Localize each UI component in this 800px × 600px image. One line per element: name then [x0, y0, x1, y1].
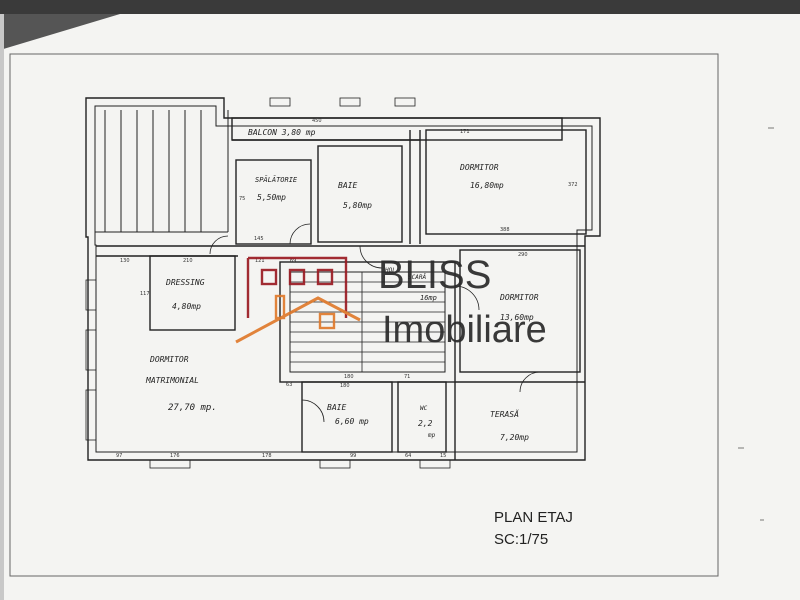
stair-steps — [290, 272, 445, 372]
baie-top-walls — [317, 145, 403, 243]
logo-brand-line2: Imobiliare — [382, 309, 547, 351]
dim-sp-h: 75 — [239, 196, 245, 202]
door-arc-1 — [289, 223, 311, 245]
dim-bottom-a: 97 — [116, 453, 122, 459]
label-wc-area: 2,2 — [418, 419, 433, 428]
label-spalatorie-name: SPĂLĂTORIE — [255, 175, 298, 184]
scan-top-shadow — [0, 0, 800, 14]
door-arc-6 — [209, 235, 229, 255]
floor-plan — [85, 97, 601, 469]
dim-left-w: 130 — [120, 258, 130, 264]
dim-hall-b: 69 — [290, 258, 296, 264]
label-baie-bottom-area: 6,60 mp — [335, 417, 369, 426]
dim-hall-a: 121 — [255, 258, 265, 264]
dim-sp-w: 145 — [254, 236, 264, 242]
label-dormitor-right-area: 13,60mp — [500, 313, 534, 322]
label-terasa-area: 7,20mp — [500, 433, 529, 442]
baie-bottom-walls — [301, 381, 393, 453]
door-arc-5 — [301, 399, 325, 423]
dim-stair-b: 180 — [344, 374, 354, 380]
label-wc-unit: mp — [427, 432, 436, 439]
logo-window-1 — [260, 268, 278, 286]
dim-bottom-c: 178 — [262, 453, 272, 459]
dim-bottom-f: 15 — [440, 453, 446, 459]
dim-dorm-w: 388 — [500, 227, 510, 233]
label-dormitor-right-name: DORMITOR — [499, 293, 539, 302]
spalatorie-walls — [235, 159, 312, 245]
dim-top: 450 — [312, 118, 322, 124]
label-baie-top-name: BAIE — [338, 181, 357, 190]
label-baie-top-area: 5,80mp — [343, 201, 372, 210]
dressing-walls — [149, 255, 236, 331]
plan-scale: SC:1/75 — [494, 531, 548, 548]
logo-window-3 — [316, 268, 334, 286]
dim-right-w: 290 — [518, 252, 528, 258]
dormitor-right-walls — [459, 249, 581, 373]
sheet-frame — [9, 53, 719, 577]
label-matrimonial-name: DORMITOR — [149, 355, 189, 364]
label-dormitor-top-name: DORMITOR — [459, 163, 499, 172]
label-hol-area: 16mp — [420, 294, 437, 302]
logo-brand-line1: BLISS — [378, 253, 491, 297]
bliss-logo: BLISS Imobiliare — [235, 253, 547, 351]
roof-stripes — [95, 110, 229, 233]
logo-roof-icon — [235, 296, 361, 344]
dim-bottom-b: 176 — [170, 453, 180, 459]
label-dormitor-top-area: 16,80mp — [470, 181, 504, 190]
dim-dress-w: 210 — [183, 258, 193, 264]
logo-house-icon — [246, 256, 348, 318]
dim-stair-a: 63 — [286, 382, 292, 388]
logo-window-2 — [288, 268, 306, 286]
plan-title-block: PLAN ETAJ SC:1/75 — [494, 509, 573, 548]
dim-stair-c: 71 — [404, 374, 410, 380]
dim-left-h: 117 — [140, 291, 150, 297]
dim-bath-w: 180 — [340, 383, 350, 389]
label-wc-name: WC — [420, 405, 428, 412]
outer-wall — [85, 97, 601, 461]
door-arc-4 — [519, 371, 541, 393]
room-labels: BALCON 3,80 mp SPĂLĂTORIE 5,50mp BAIE 5,… — [145, 128, 539, 442]
outer-wall-inner — [94, 105, 593, 453]
wc-walls — [397, 381, 447, 453]
scan-left-edge — [0, 14, 4, 600]
door-arc-2 — [359, 245, 383, 269]
label-matrimonial-sub: MATRIMONIAL — [145, 376, 199, 385]
label-dressing-area: 4,80mp — [172, 302, 201, 311]
scan-corner-shadow — [0, 14, 120, 50]
door-arc-3 — [454, 285, 480, 311]
label-dressing-name: DRESSING — [165, 278, 205, 287]
dim-dorm-h: 372 — [568, 182, 578, 188]
label-balcon: BALCON 3,80 mp — [248, 128, 316, 137]
label-terasa-name: TERASĂ — [490, 408, 519, 419]
label-spalatorie-area: 5,50mp — [257, 193, 286, 202]
label-hol-line1: HOL — [384, 267, 396, 274]
dim-bottom-d: 99 — [350, 453, 356, 459]
plan-title: PLAN ETAJ — [494, 509, 573, 526]
label-matrimonial-area: 27,70 mp. — [168, 403, 217, 413]
dormitor-top-walls — [425, 129, 587, 235]
label-baie-bottom-name: BAIE — [327, 403, 346, 412]
label-hol-line2: SCARĂ — [408, 274, 426, 281]
logo-small-window — [318, 312, 336, 330]
dim-top-right: 171 — [460, 129, 470, 135]
dimension-labels: 450 171 388 372 145 75 210 130 117 121 6… — [116, 118, 578, 459]
dim-bottom-e: 64 — [405, 453, 411, 459]
